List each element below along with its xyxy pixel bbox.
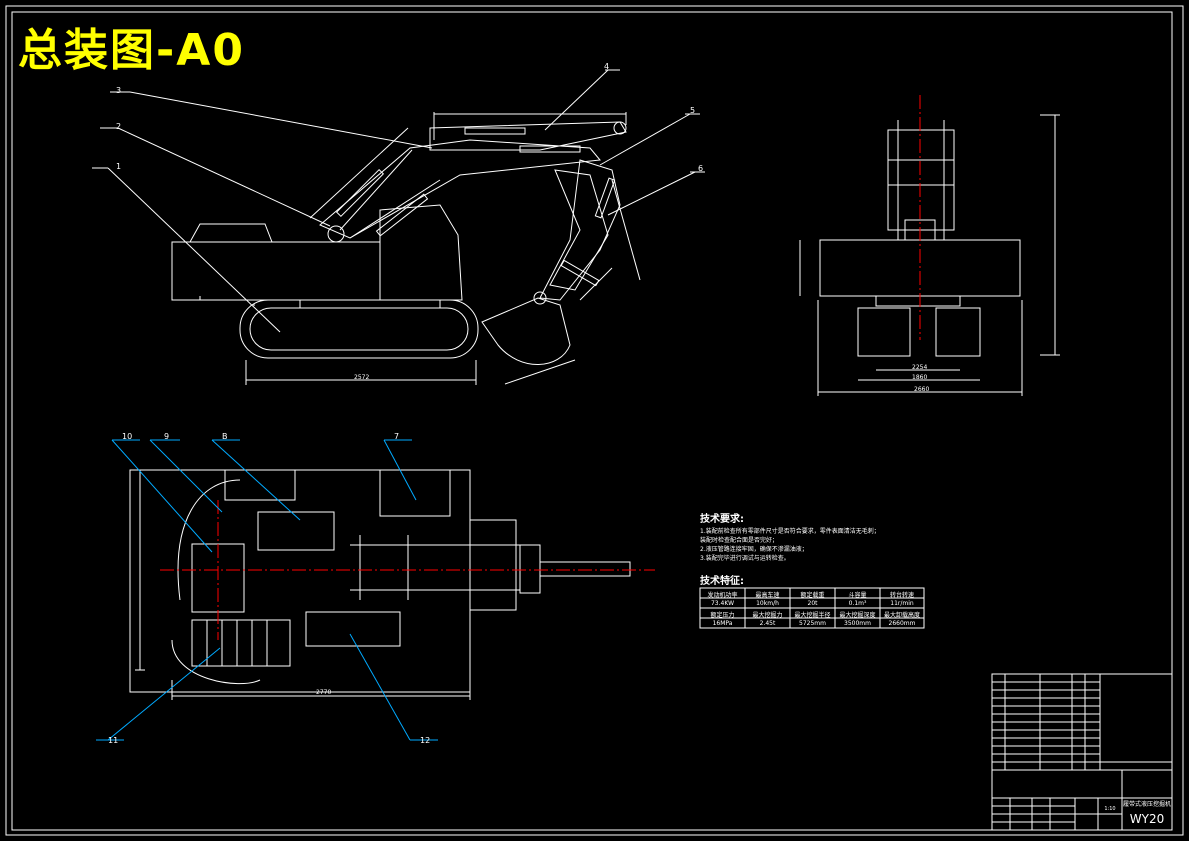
spec-value: 2.45t bbox=[759, 620, 776, 627]
dim-front-inner: 2254 bbox=[912, 364, 928, 371]
spec-value: 73.4KW bbox=[710, 600, 734, 607]
drawing-title: 总装图-A0 bbox=[18, 25, 245, 76]
callout-9: 9 bbox=[164, 432, 170, 441]
callout-8: B bbox=[222, 432, 228, 441]
tech-requirement-line: 2.液压管路连接牢固，确保不渗漏油液； bbox=[700, 546, 808, 553]
tech-requirement-line: 3.装配完毕进行调试与运转检查。 bbox=[700, 555, 790, 562]
spec-header: 斗容量 bbox=[848, 592, 867, 599]
callout-10: 10 bbox=[122, 432, 133, 441]
callout-3: 3 bbox=[116, 86, 122, 95]
spec-header: 转台转速 bbox=[889, 592, 914, 599]
title-block-drawing-code: WY20 bbox=[1129, 812, 1165, 826]
spec-header: 额定载重 bbox=[800, 592, 825, 599]
spec-header: 最大挖掘力 bbox=[752, 612, 783, 619]
spec-value: 0.1m³ bbox=[848, 600, 867, 607]
callout-2: 2 bbox=[116, 122, 122, 131]
tech-requirement-line: 1.装配前检查所有零部件尺寸是否符合要求，零件表面清洁无毛刺； bbox=[700, 528, 880, 535]
callout-1: 1 bbox=[116, 162, 122, 171]
callout-7: 7 bbox=[394, 432, 400, 441]
tech-specs-heading: 技术特征: bbox=[700, 576, 744, 587]
spec-header: 最大挖掘半径 bbox=[794, 612, 831, 619]
spec-value: 10km/h bbox=[756, 600, 779, 607]
spec-header: 最大挖掘深度 bbox=[839, 612, 876, 619]
callout-4: 4 bbox=[604, 62, 610, 71]
spec-value: 11r/min bbox=[890, 600, 914, 607]
callout-12: 12 bbox=[420, 736, 431, 745]
front-view bbox=[799, 114, 1060, 396]
spec-header: 最高车速 bbox=[755, 592, 780, 599]
spec-value: 16MPa bbox=[712, 620, 733, 627]
spec-header: 额定压力 bbox=[710, 612, 735, 619]
spec-value: 2660mm bbox=[888, 620, 916, 627]
tech-requirement-line: 装配时检查配合面是否完好； bbox=[700, 537, 779, 544]
callout-11: 11 bbox=[108, 736, 119, 745]
inner-frame bbox=[11, 11, 1173, 831]
tech-requirements-heading: 技术要求: bbox=[700, 514, 744, 525]
spec-table bbox=[699, 587, 925, 629]
spec-header: 发动机功率 bbox=[707, 592, 738, 599]
spec-value: 3500mm bbox=[844, 620, 871, 627]
dim-front-width: 2660 bbox=[914, 386, 930, 393]
title-block bbox=[991, 673, 1173, 831]
callout-6: 6 bbox=[698, 164, 704, 173]
spec-value: 5725mm bbox=[799, 620, 826, 627]
dim-side-track: 2572 bbox=[354, 374, 370, 381]
spec-header: 最大卸载高度 bbox=[883, 612, 920, 619]
outer-frame bbox=[5, 5, 1184, 836]
callout-5: 5 bbox=[690, 106, 696, 115]
title-block-scale: 1:10 bbox=[1104, 806, 1116, 812]
dim-front-gauge: 1860 bbox=[912, 374, 928, 381]
spec-value: 20t bbox=[807, 600, 818, 607]
title-block-drawing-name: 履带式液压挖掘机 bbox=[1122, 801, 1171, 808]
plan-leaders bbox=[96, 439, 438, 741]
dim-plan-length: 2770 bbox=[316, 689, 332, 696]
side-view bbox=[92, 69, 705, 385]
plan-view bbox=[129, 469, 631, 700]
